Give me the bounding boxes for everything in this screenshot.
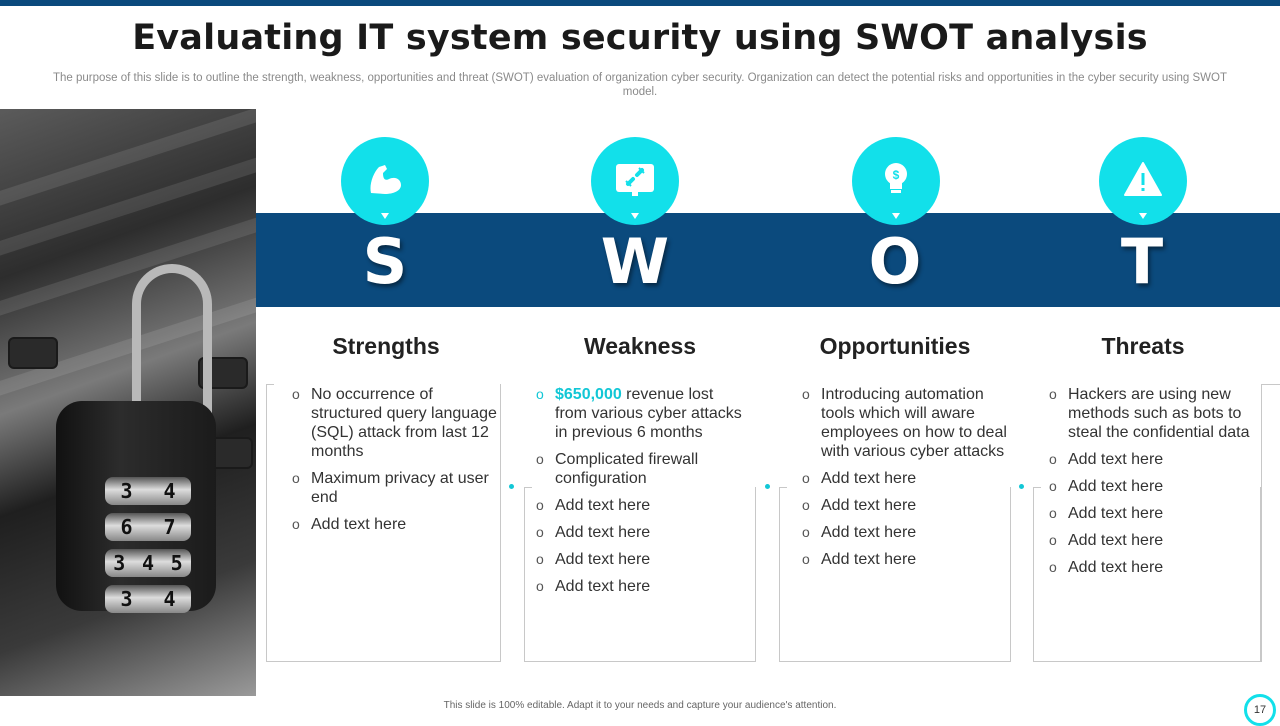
page-number: 17 <box>1244 694 1276 726</box>
lightbulb-icon: $ <box>885 163 907 193</box>
swot-letter-o: O <box>868 225 922 298</box>
swot-letter-s: S <box>362 225 408 298</box>
threats-heading: Threats <box>1101 333 1185 359</box>
list-item: No occurrence of structured query langua… <box>292 385 502 461</box>
list-item: Add text here <box>802 496 1012 515</box>
footer-note: This slide is 100% editable. Adapt it to… <box>443 700 837 711</box>
opportunities-icon-circle: $ <box>852 137 940 225</box>
svg-text:$: $ <box>893 168 900 182</box>
threats-list: Hackers are using new methods such as bo… <box>1049 385 1259 585</box>
connector-dot <box>1019 484 1024 489</box>
weakness-box <box>524 487 756 662</box>
warning-icon <box>1124 162 1162 196</box>
slide-title: Evaluating IT system security using SWOT… <box>132 18 1148 58</box>
list-item: Maximum privacy at user end <box>292 469 502 507</box>
list-item: Add text here <box>802 523 1012 542</box>
right-edge-line <box>1261 384 1262 662</box>
list-item: Add text here <box>1049 531 1259 550</box>
highlight-value: $650,000 <box>555 386 622 403</box>
list-item: Add text here <box>802 469 1012 488</box>
weakness-icon-circle <box>591 137 679 225</box>
top-accent-bar <box>0 0 1280 6</box>
threats-box <box>1033 487 1261 662</box>
list-item: Hackers are using new methods such as bo… <box>1049 385 1259 442</box>
list-item: Add text here <box>1049 477 1259 496</box>
slide-subtitle: The purpose of this slide is to outline … <box>52 72 1228 98</box>
opportunities-box <box>779 487 1011 662</box>
list-item: Add text here <box>536 523 746 542</box>
opportunities-heading: Opportunities <box>819 333 971 359</box>
weakness-list: $650,000 revenue lost from various cyber… <box>536 385 746 604</box>
list-item: Add text here <box>1049 504 1259 523</box>
list-item: Add text here <box>536 577 746 596</box>
list-item: Add text here <box>1049 450 1259 469</box>
weakness-heading: Weakness <box>583 333 697 359</box>
strengths-icon-circle <box>341 137 429 225</box>
list-item: Add text here <box>536 550 746 569</box>
strength-arm-icon <box>370 165 401 194</box>
list-item: Complicated firewall configuration <box>536 450 746 488</box>
list-item: Add text here <box>292 515 502 534</box>
connector-dot <box>509 484 514 489</box>
padlock-shackle <box>132 264 212 454</box>
right-edge-line <box>1262 384 1280 385</box>
swot-letter-band <box>256 213 1280 307</box>
connector-dot <box>765 484 770 489</box>
strengths-heading: Strengths <box>332 333 440 359</box>
threats-icon-circle <box>1099 137 1187 225</box>
list-item: $650,000 revenue lost from various cyber… <box>536 385 746 442</box>
swot-letter-t: T <box>1120 225 1164 298</box>
opportunities-list: Introducing automation tools which will … <box>802 385 1012 577</box>
list-item: Add text here <box>802 550 1012 569</box>
broken-link-icon <box>616 164 654 196</box>
padlock-body <box>56 401 216 611</box>
swot-letter-w: W <box>600 225 670 298</box>
list-item: Introducing automation tools which will … <box>802 385 1012 461</box>
list-item: Add text here <box>536 496 746 515</box>
strengths-list: No occurrence of structured query langua… <box>292 385 502 542</box>
list-item: Add text here <box>1049 558 1259 577</box>
